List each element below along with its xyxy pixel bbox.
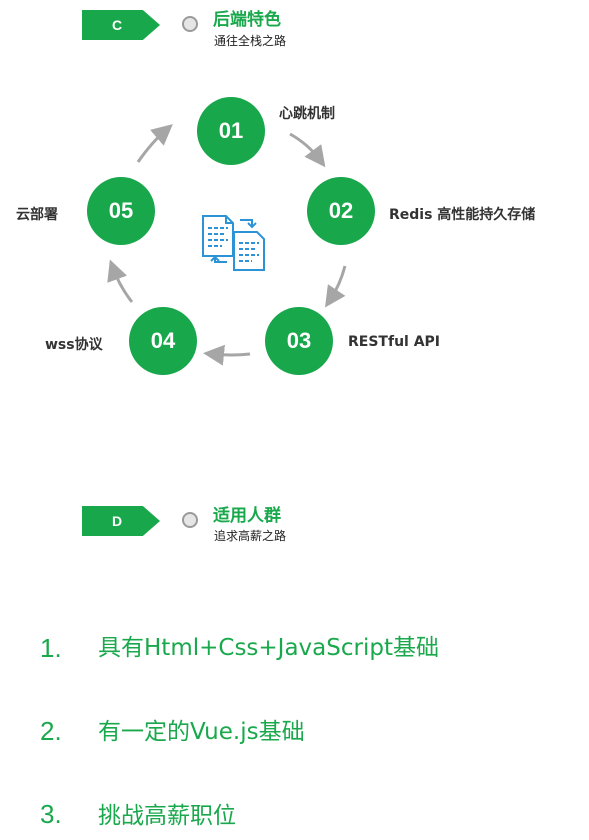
audience-number-3: 3.: [40, 799, 62, 829]
section-d-tag: D: [82, 506, 160, 536]
audience-item-1: 具有Html+Css+JavaScript基础: [98, 635, 439, 661]
audience-number-2: 2.: [40, 716, 62, 746]
cycle-label-02: Redis 高性能持久存储: [389, 207, 536, 223]
audience-item-3: 挑战高薪职位: [98, 803, 236, 829]
cycle-label-01: 心跳机制: [279, 106, 335, 122]
cycle-node-05: 05: [87, 177, 155, 245]
cycle-node-03-number: 03: [286, 328, 312, 353]
cycle-label-05: 云部署: [16, 207, 58, 223]
cycle-arrows: [107, 124, 347, 366]
cycle-node-02-number: 02: [328, 198, 354, 223]
section-d-title: 适用人群: [213, 506, 281, 526]
section-c-title: 后端特色: [213, 10, 281, 30]
cycle-node-03: 03: [265, 307, 333, 375]
arrow-01-02: [289, 132, 326, 168]
code-file-transfer-icon: [202, 215, 265, 271]
cycle-node-04: 04: [129, 307, 197, 375]
cycle-node-02: 02: [307, 177, 375, 245]
audience-number-1: 1.: [40, 633, 62, 663]
section-d-dot-icon: [182, 512, 198, 528]
cycle-node-01-number: 01: [218, 118, 244, 143]
cycle-node-05-number: 05: [108, 198, 134, 223]
audience-item-2: 有一定的Vue.js基础: [98, 719, 305, 745]
section-d-subtitle: 追求高薪之路: [214, 529, 287, 543]
section-d-tag-label: D: [111, 513, 123, 529]
cycle-node-04-number: 04: [150, 328, 176, 353]
cycle-label-04: wss协议: [45, 337, 103, 353]
section-c-dot-icon: [182, 16, 198, 32]
section-c-tag: C: [82, 10, 160, 40]
cycle-node-01: 01: [197, 97, 265, 165]
arrow-02-03: [325, 265, 347, 308]
section-c-tag-label: C: [111, 17, 123, 33]
section-c-subtitle: 通往全栈之路: [214, 34, 287, 48]
cycle-label-03: RESTful API: [348, 334, 441, 350]
arrow-04-05: [107, 259, 134, 303]
arrow-05-01: [136, 124, 173, 163]
arrow-03-04: [203, 344, 251, 366]
